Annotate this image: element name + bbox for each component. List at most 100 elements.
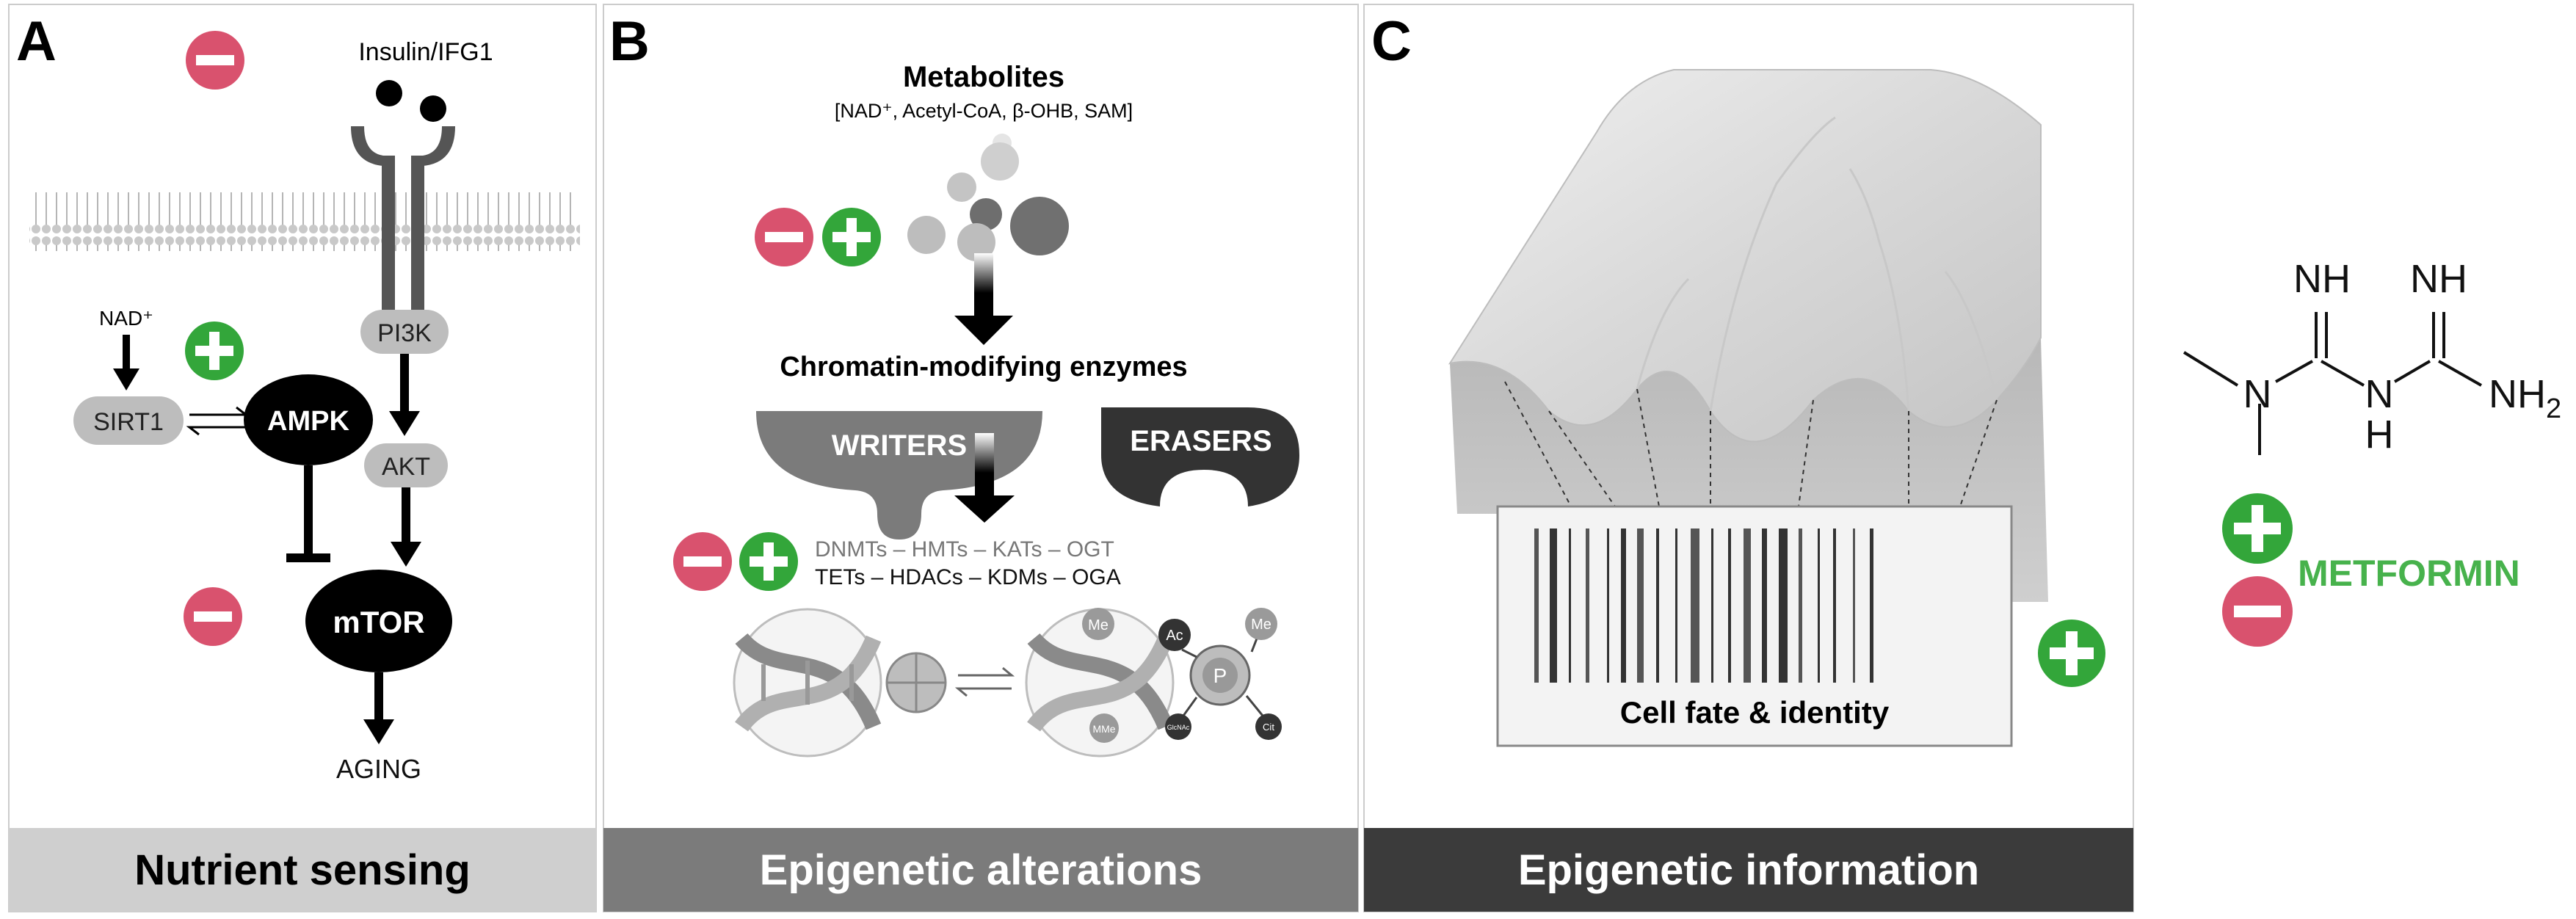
barcode-bar: [1656, 528, 1659, 683]
plus-icon: [739, 532, 798, 591]
panel-a: A Insulin/IFG1 PI3K AKT NAD⁺: [8, 4, 597, 912]
plus-icon: [185, 322, 244, 380]
ligand-dot: [420, 95, 446, 122]
panel-a-footer: [9, 828, 596, 912]
metabolites-title: Metabolites: [903, 61, 1064, 93]
barcode-bar: [1586, 528, 1589, 683]
barcode-bar: [1870, 528, 1873, 683]
mark-cit-label: Cit: [1263, 722, 1274, 733]
barcode-bar: [1762, 528, 1767, 683]
panel-c-footer-label: Epigenetic information: [1518, 846, 1979, 894]
metformin-nh-left: NH: [2293, 257, 2351, 301]
barcode-bar: [1550, 528, 1557, 683]
mtor-node: [305, 570, 452, 672]
landscape-ridges: [1636, 116, 1998, 412]
barcode-bar: [1637, 528, 1644, 683]
plus-icon: [2038, 620, 2105, 687]
metabolite-circles: [907, 134, 1069, 261]
cell-fate-barcode: [1534, 528, 1873, 683]
sirt1-label: SIRT1: [93, 408, 164, 436]
metformin-nh-bottom-h: H: [2365, 413, 2394, 457]
panel-a-footer-label: Nutrient sensing: [134, 846, 471, 894]
barcode-bar: [1534, 528, 1539, 683]
metformin-label: METFORMIN: [2298, 553, 2520, 594]
minus-icon: [673, 532, 732, 591]
minus-icon: [755, 208, 813, 266]
panel-c: C Cell fate & identity: [1363, 4, 2134, 912]
barcode-bar: [1728, 528, 1731, 683]
barcode-bar: [1799, 528, 1802, 683]
arrow-head: [389, 411, 420, 436]
panel-b-footer-label: Epigenetic alterations: [760, 846, 1202, 894]
equilibrium-arrows: [954, 666, 1015, 697]
barcode-bar: [1833, 528, 1836, 683]
panel-a-letter: A: [16, 10, 57, 73]
erasers-list: TETs – HDACs – KDMs – OGA: [815, 565, 1121, 589]
mark-p-label: P: [1213, 664, 1227, 687]
metformin-n: N: [2243, 372, 2272, 416]
nad-label: NAD⁺: [99, 307, 153, 330]
waddington-landscape: [1448, 69, 2042, 443]
akt-node: [364, 443, 448, 487]
pi3k-node: [360, 310, 449, 354]
arrow-head: [363, 719, 394, 744]
metformin-nh-right: NH: [2410, 257, 2467, 301]
metformin-nh-bottom-n: N: [2365, 372, 2394, 416]
writers-label: WRITERS: [832, 429, 967, 462]
arrow-head: [954, 495, 1015, 523]
pi3k-label: PI3K: [377, 319, 432, 347]
mark-ac-label: Ac: [1166, 628, 1183, 644]
metabolites-list: [NAD⁺, Acetyl-CoA, β-OHB, SAM]: [835, 100, 1133, 122]
akt-label: AKT: [382, 453, 430, 481]
cell-membrane: [29, 192, 580, 251]
metformin-nh2: NH2: [2489, 372, 2561, 424]
ligand-label: Insulin/IFG1: [358, 38, 493, 66]
nucleosome-icon: [885, 652, 947, 713]
panel-b-footer: [603, 828, 1358, 912]
erasers-shape: [1101, 407, 1299, 506]
arrow: [975, 433, 994, 499]
barcode-bar: [1569, 528, 1571, 683]
erasers-label: ERASERS: [1130, 425, 1271, 457]
ampk-node: [244, 374, 373, 465]
barcode-label: Cell fate & identity: [1620, 695, 1890, 730]
barcode-bar: [1818, 528, 1820, 683]
metformin-structure: NH NH N N H NH2 METFORMIN: [2183, 257, 2561, 647]
mark-glcnac-label: GlcNAc: [1167, 724, 1190, 731]
panel-c-letter: C: [1371, 10, 1412, 73]
enzymes-title: Chromatin-modifying enzymes: [780, 352, 1187, 382]
plus-icon: [822, 208, 881, 266]
minus-icon: [186, 31, 244, 90]
barcode-bar: [1779, 528, 1788, 683]
histone-marks: [1158, 608, 1282, 740]
insulin-receptor: [351, 126, 455, 310]
mark-me-label: Me: [1251, 617, 1271, 633]
metformin-bonds: [2183, 312, 2482, 455]
plus-icon: [2222, 493, 2293, 564]
landscape-dashed-lines: [1504, 381, 1998, 507]
barcode-bar: [1607, 528, 1609, 683]
barcode-card: [1496, 505, 2013, 747]
barcode-bar: [1675, 528, 1677, 683]
writers-list: DNMTs – HMTs – KATs – OGT: [815, 537, 1114, 562]
barcode-bar: [1744, 528, 1751, 683]
panel-b: B Metabolites [NAD⁺, Acetyl-CoA, β-OHB, …: [603, 4, 1359, 912]
sirt1-node: [73, 396, 184, 445]
arrow-head: [954, 316, 1013, 345]
mtor-label: mTOR: [333, 605, 424, 639]
chromatin-left: [733, 608, 882, 758]
aging-label: AGING: [336, 754, 421, 784]
ligand-dot: [376, 80, 402, 106]
barcode-bar: [1853, 528, 1855, 683]
panel-c-footer: [1364, 828, 2133, 912]
minus-icon: [2222, 576, 2293, 647]
equilibrium-arrows: [186, 406, 250, 436]
barcode-bar: [1621, 528, 1626, 683]
panel-b-letter: B: [609, 10, 650, 73]
arrow: [974, 253, 993, 319]
arrow-head: [391, 542, 421, 567]
barcode-bar: [1691, 528, 1699, 683]
mark-mme-label: MMe: [1092, 723, 1115, 735]
minus-icon: [184, 587, 242, 646]
